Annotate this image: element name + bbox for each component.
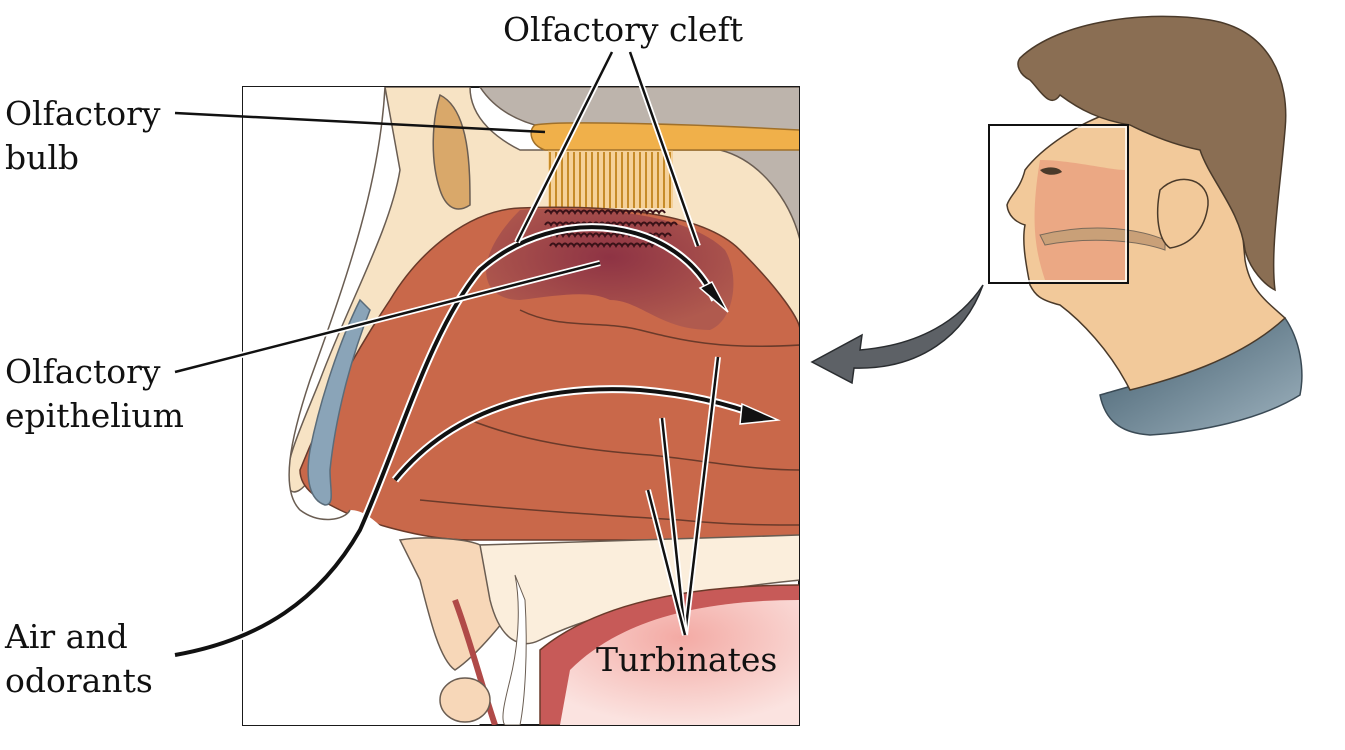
- curved-arrow-left-icon: [810, 284, 984, 385]
- leader-olfactory-cleft: [514, 50, 701, 247]
- tongue: [560, 600, 799, 725]
- label-turbinates: Turbinates: [596, 640, 778, 679]
- nasal-cartilage: [307, 298, 371, 506]
- label-olfactory-epithelium-line1: Olfactory: [5, 352, 161, 391]
- eye: [1040, 167, 1062, 175]
- arrowhead-lower: [739, 402, 781, 425]
- label-olfactory-cleft: Olfactory cleft: [503, 10, 744, 49]
- hair: [1017, 15, 1287, 292]
- lower-lip: [439, 677, 491, 723]
- leader-lines: [174, 50, 721, 636]
- nasal-overlay: [1034, 160, 1125, 280]
- label-olfactory-bulb-line2: bulb: [5, 138, 80, 177]
- air-path-lower: [393, 387, 766, 482]
- leader-olfactory-epithelium: [174, 260, 601, 375]
- label-air-odorants-line1: Air and: [5, 617, 128, 656]
- frontal-sinus: [432, 93, 471, 210]
- olfactory-epithelium: [486, 208, 734, 330]
- inset-box: [988, 124, 1129, 284]
- arrowhead-upper: [698, 281, 729, 313]
- leader-turbinates: [645, 356, 721, 636]
- leader-olfactory-bulb: [174, 111, 546, 134]
- head-profile: [988, 15, 1303, 436]
- label-olfactory-epithelium-line2: epithelium: [5, 396, 184, 435]
- label-olfactory-bulb-line1: Olfactory: [5, 94, 161, 133]
- ear: [1156, 178, 1209, 249]
- palate-overlay: [1039, 227, 1166, 251]
- incisor: [502, 574, 527, 725]
- label-air-odorants-line2: odorants: [5, 661, 153, 700]
- air-path-upper: [174, 225, 717, 657]
- nasal-section: [243, 87, 799, 725]
- airflow-arrows: [174, 223, 781, 659]
